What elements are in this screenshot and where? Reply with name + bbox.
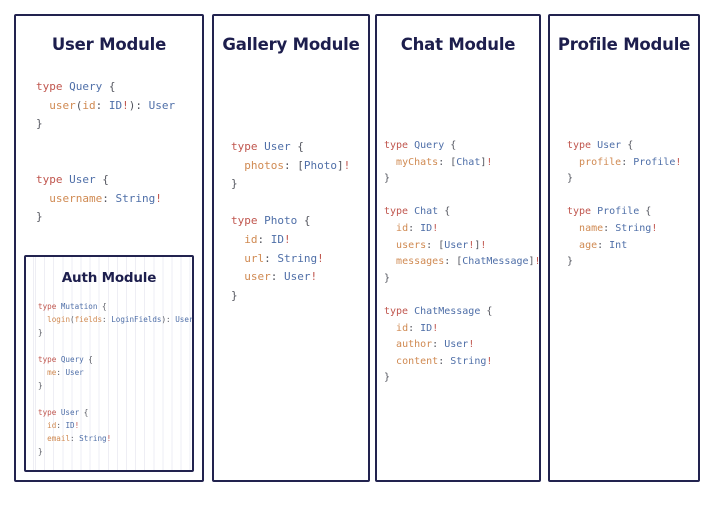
code-line: }: [36, 210, 43, 224]
card-chat-module: Chat Module type Query { myChats: [Chat]…: [375, 14, 541, 482]
code-line: type ChatMessage {: [384, 305, 493, 317]
card-gallery-module: Gallery Module type User { photos: [Phot…: [212, 14, 370, 482]
code-line: }: [384, 372, 391, 384]
card-user-module: User Module type Query { user(id: ID!): …: [14, 14, 204, 482]
code-line: user(id: ID!): User: [49, 98, 176, 112]
code-line: }: [567, 256, 574, 268]
code-line-blank: [38, 340, 192, 353]
code-line: type User {: [567, 140, 634, 151]
card-auth-module: Auth Module type Mutation { login(fields…: [24, 255, 194, 472]
code-line: type Query {: [384, 140, 457, 151]
code-line: messages: [ChatMessage]!: [396, 256, 541, 268]
code-line: username: String!: [49, 191, 162, 205]
code-line-blank: [231, 194, 350, 213]
code-line: }: [36, 117, 43, 131]
code-line: }: [567, 173, 574, 185]
code-line-blank: [36, 152, 175, 171]
code-line-blank: [38, 392, 192, 405]
code-line: email: String!: [47, 434, 112, 443]
code-line: author: User!: [396, 339, 475, 351]
code-block-gallery-module: type User { photos: [Photo]!} type Photo …: [231, 138, 350, 305]
code-line: }: [38, 328, 43, 338]
code-block-user-module: type Query { user(id: ID!): User} type Us…: [36, 78, 175, 227]
code-line: photos: [Photo]!: [244, 158, 351, 172]
code-block-auth-module: type Mutation { login(fields: LoginField…: [38, 300, 194, 458]
code-line: }: [231, 177, 238, 191]
code-line: content: String!: [396, 355, 493, 367]
code-line: url: String!: [244, 251, 324, 265]
code-line: type Query {: [38, 354, 93, 364]
code-line-blank: [567, 188, 681, 205]
code-line: type Query {: [36, 80, 116, 93]
code-line-blank: [36, 134, 175, 153]
code-line: id: ID!: [244, 232, 291, 246]
card-title-auth-module: Auth Module: [61, 270, 157, 286]
code-line: }: [384, 173, 391, 185]
code-line: type Photo {: [231, 214, 311, 228]
code-line: me: User: [47, 368, 84, 377]
card-title-user-module: User Module: [51, 35, 167, 54]
code-line: id: ID!: [396, 322, 439, 334]
code-block-profile-module: type User { profile: Profile!} type Profi…: [567, 138, 681, 271]
code-line: type Mutation {: [38, 302, 107, 311]
code-line: type User {: [231, 140, 304, 153]
code-line: type Chat {: [384, 206, 451, 218]
code-line: user: User!: [244, 270, 318, 284]
code-line: type User {: [38, 407, 89, 417]
code-line-blank: [384, 188, 541, 205]
card-title-gallery-module: Gallery Module: [222, 35, 360, 54]
code-line: id: ID!: [396, 222, 439, 234]
code-line: }: [38, 447, 43, 457]
code-line-blank: [384, 287, 541, 304]
code-line: type Profile {: [567, 206, 652, 218]
code-line: }: [38, 381, 43, 391]
code-line: }: [384, 272, 391, 284]
code-line: id: ID!: [47, 420, 80, 430]
code-line: name: String!: [579, 222, 658, 234]
code-block-chat-module: type Query { myChats: [Chat]!} type Chat …: [384, 138, 541, 387]
code-line: profile: Profile!: [579, 156, 682, 168]
code-line: type User {: [36, 172, 109, 186]
code-line: login(fields: LoginFields): User: [47, 315, 194, 325]
code-line: myChats: [Chat]!: [396, 156, 493, 168]
card-title-chat-module: Chat Module: [400, 35, 516, 54]
card-profile-module: Profile Module type User { profile: Prof…: [548, 14, 700, 482]
code-line: users: [User!]!: [396, 239, 487, 251]
code-line: }: [231, 288, 238, 302]
card-title-profile-module: Profile Module: [557, 35, 691, 54]
code-line: age: Int: [579, 239, 628, 251]
